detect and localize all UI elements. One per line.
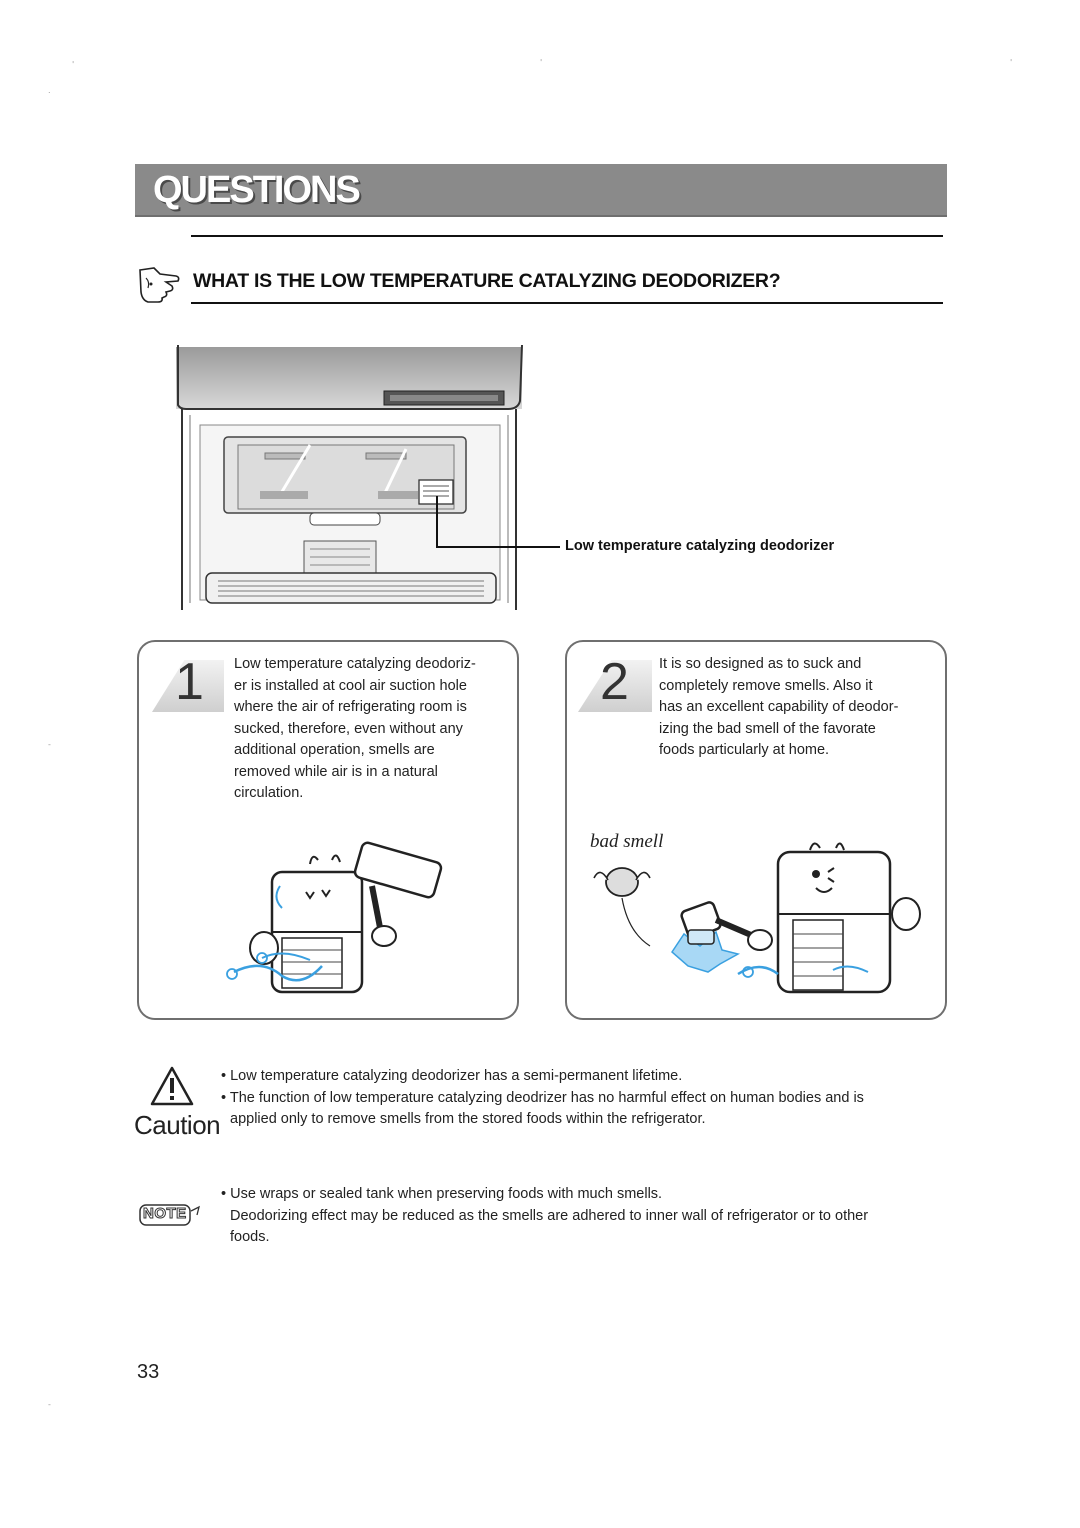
crop-mark: -: [48, 740, 51, 749]
step-1-line: er is installed at cool air suction hole: [234, 677, 467, 694]
step-2-number: 2: [600, 653, 629, 711]
step-2-text: It is so designed as to suck and complet…: [659, 654, 898, 762]
step-2-line: completely remove smells. Also it: [659, 677, 873, 694]
step-1-line: where the air of refrigerating room is: [234, 699, 467, 715]
step-1-line: removed while air is in a natural: [234, 763, 438, 780]
fridge-interior-illustration: [176, 345, 523, 610]
note-badge-icon: [139, 1204, 200, 1226]
crop-mark: ': [540, 58, 543, 67]
callout-line: [436, 546, 560, 548]
caution-label: Caution: [134, 1110, 221, 1140]
crop-mark: ': [1010, 58, 1013, 67]
caution-line: • Low temperature catalyzing deodorizer …: [221, 1068, 683, 1084]
fridge-cartoon-hammer-illustration: [593, 842, 921, 994]
note-line: Deodorizing effect may be reduced as the…: [230, 1207, 869, 1224]
heading-rule-bottom: [191, 302, 943, 304]
step-1-number: 1: [175, 653, 204, 711]
page-number: 33: [137, 1361, 160, 1383]
caution-line: applied only to remove smells from the s…: [230, 1111, 706, 1127]
step-1-line: Low temperature catalyzing deodoriz-: [234, 656, 476, 672]
fridge-cartoon-fan-illustration: [226, 841, 443, 994]
crop-mark: -: [48, 1400, 51, 1409]
step-2-line: izing the bad smell of the favorate: [659, 720, 876, 737]
step-2-line: has an excellent capability of deodor-: [659, 699, 899, 715]
deodorizer-callout-label: Low temperature catalyzing deodorizer: [565, 538, 835, 554]
note-label: NOTE: [143, 1205, 187, 1223]
crop-mark: ': [72, 60, 75, 69]
section-banner: QUESTIONS: [135, 164, 947, 217]
page-heading: WHAT IS THE LOW TEMPERATURE CATALYZING D…: [193, 270, 781, 292]
step-1-text: Low temperature catalyzing deodoriz- er …: [234, 654, 476, 805]
step-1-line: circulation.: [234, 785, 304, 801]
step-1-line: additional operation, smells are: [234, 742, 435, 758]
caution-text: • Low temperature catalyzing deodorizer …: [221, 1066, 864, 1131]
step-1-line: sucked, therefore, even without any: [234, 720, 463, 737]
pointing-hand-icon: [139, 267, 180, 303]
step-2-line: It is so designed as to suck and: [659, 656, 862, 672]
crop-mark: .: [48, 86, 51, 95]
heading-rule-top: [191, 235, 943, 237]
warning-triangle-icon: [150, 1066, 194, 1106]
caution-line: • The function of low temperature cataly…: [221, 1089, 864, 1106]
note-text: • Use wraps or sealed tank when preservi…: [221, 1184, 868, 1249]
note-line: • Use wraps or sealed tank when preservi…: [221, 1186, 663, 1202]
bad-smell-label: bad smell: [590, 831, 664, 852]
note-line: foods.: [230, 1229, 270, 1245]
callout-line: [436, 496, 438, 547]
step-2-line: foods particularly at home.: [659, 742, 830, 758]
section-title: QUESTIONS: [153, 169, 361, 211]
